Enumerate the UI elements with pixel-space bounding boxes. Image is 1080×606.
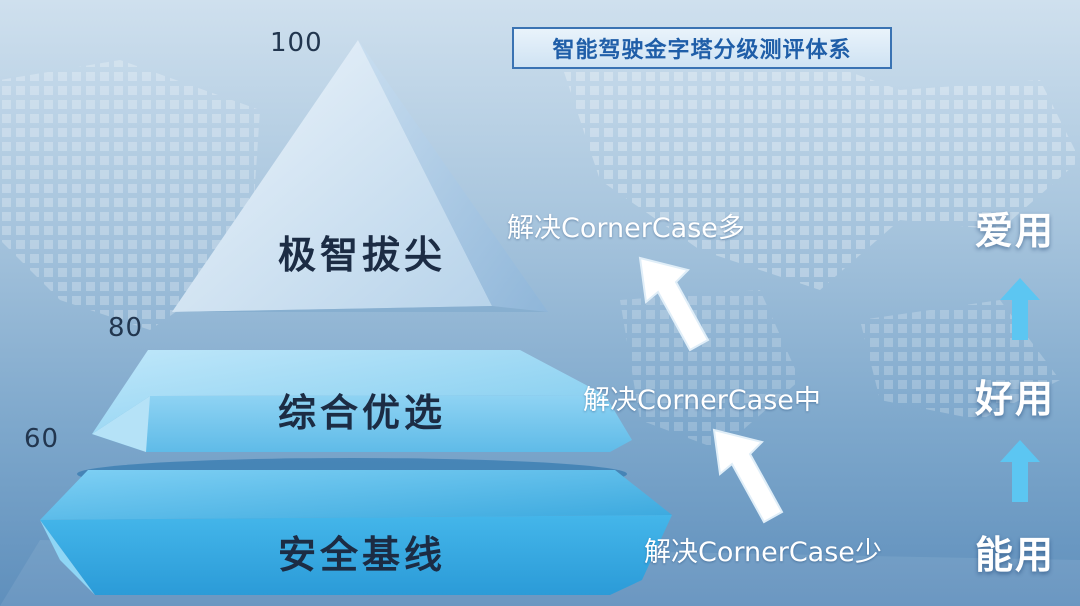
pyramid-tier-top: [172, 40, 548, 312]
pyramid-tier-middle: [92, 350, 632, 452]
annotation-many: 解决CornerCase多: [507, 213, 745, 244]
diagram-title: 智能驾驶金字塔分级测评体系: [512, 27, 892, 69]
scale-label-bottom: 60: [24, 424, 60, 454]
cyan-arrow-upper: [1000, 278, 1040, 340]
white-arrow-lower: [712, 428, 784, 524]
annotation-few: 解决CornerCase少: [644, 537, 882, 568]
pyramid-tier-bottom: [40, 458, 672, 595]
tier-label-bottom: 安全基线: [277, 533, 446, 577]
tier-label-top: 极智拔尖: [277, 233, 446, 277]
level-good: 好用: [975, 377, 1056, 421]
level-usable: 能用: [975, 533, 1056, 577]
cyan-arrow-lower: [1000, 440, 1040, 502]
level-love: 爱用: [975, 209, 1056, 253]
tier-label-middle: 综合优选: [277, 391, 446, 435]
scale-label-top: 100: [270, 28, 323, 58]
annotation-medium: 解决CornerCase中: [583, 385, 821, 416]
scale-label-middle: 80: [108, 313, 144, 343]
white-arrow-upper: [638, 256, 710, 352]
